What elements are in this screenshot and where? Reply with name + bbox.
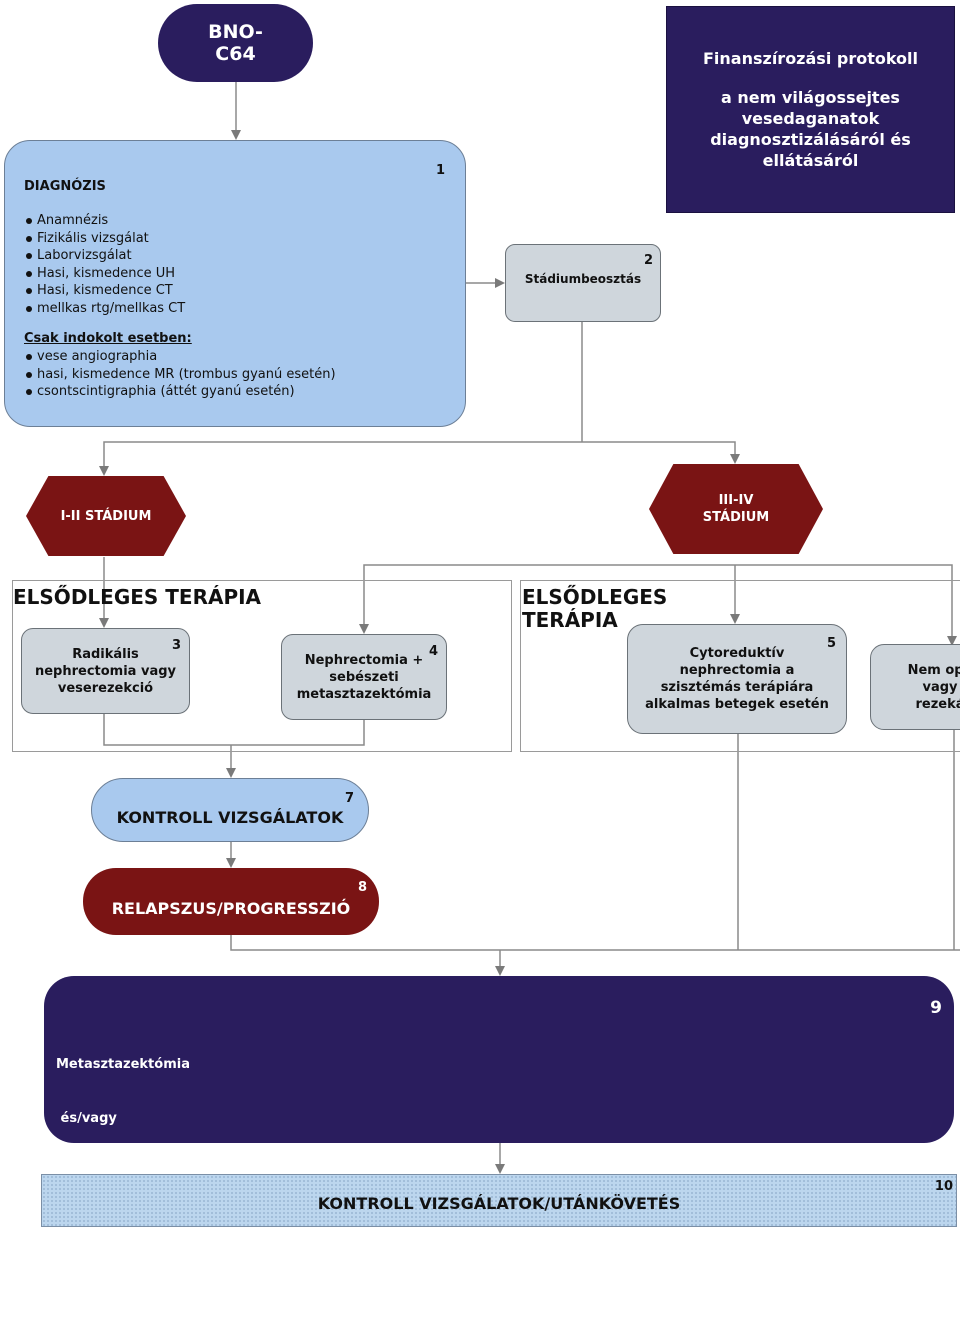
start-node-bno-c64: BNO- C64 (158, 4, 313, 82)
box-9-list: Metasztazektómia és/vagy Palliatív RT és… (56, 1020, 954, 1326)
box-7-number: 7 (344, 791, 354, 806)
line-box8-down (230, 935, 960, 951)
primary-therapy-title-right-line2: TERÁPIA (522, 608, 618, 632)
stage-iii-iv-line1: III-IV (718, 493, 754, 508)
primary-therapy-frame-left (12, 580, 512, 752)
staging-number: 2 (643, 253, 653, 268)
diagnosis-list: Anamnézis Fizikális vizsgálat Laborvizsg… (24, 212, 449, 317)
start-node-line2: C64 (215, 43, 256, 65)
box-9-line: Best Supportive Care (56, 1273, 212, 1288)
box-5-number: 5 (826, 636, 836, 651)
stage-iii-iv-hexagon: III-IV STÁDIUM (649, 464, 823, 554)
diagnosis-title: DIAGNÓZIS (24, 179, 106, 194)
box-8-relapse-progression: 8 RELAPSZUS/PROGRESSZIÓ (83, 868, 379, 935)
box-5-line1: Cytoreduktív (689, 646, 785, 661)
box-9-line: Metasztazektómia (56, 1057, 190, 1072)
box-5-line3: szisztémás terápiára (660, 680, 814, 695)
primary-therapy-title-right: ELSŐDLEGES TERÁPIA (522, 586, 667, 632)
box-5-line2: nephrectomia a (679, 663, 795, 678)
box-8-number: 8 (357, 880, 367, 895)
box-3-line1: Radikális (72, 646, 139, 662)
arrow-to-early-stage (99, 441, 582, 476)
box-4-line2: sebészeti (329, 669, 399, 685)
primary-therapy-title-right-line1: ELSŐDLEGES (522, 585, 668, 609)
box-6-line2: vagy (922, 679, 958, 695)
box-7-control-exams: 7 KONTROLL VIZSGÁLATOK (91, 778, 369, 842)
diagnosis-number: 1 (435, 163, 445, 178)
connector-lines (99, 82, 960, 1174)
box-3-number: 3 (171, 638, 181, 653)
start-node-line1: BNO- (208, 21, 263, 43)
diagnosis-item: mellkas rtg/mellkas CT (24, 300, 449, 318)
conditional-item: vese angiographia (24, 348, 449, 366)
staging-box: 2 Stádiumbeosztás (505, 244, 661, 322)
box-10-number: 10 (934, 1179, 953, 1194)
conditional-list: vese angiographia hasi, kismedence MR (t… (24, 348, 449, 401)
protocol-title-line5: ellátásáról (762, 151, 859, 170)
protocol-title-box: Finanszírozási protokoll a nem világosse… (666, 6, 955, 213)
primary-therapy-title-left: ELSŐDLEGES TERÁPIA (13, 585, 262, 609)
stage-i-ii-label: I-II STÁDIUM (60, 508, 152, 524)
box-4-line1: Nephrectomia + (304, 652, 424, 668)
protocol-title-line1: Finanszírozási protokoll (702, 49, 919, 68)
arrow-late-to-box6 (735, 564, 957, 646)
box-9-line: és/vagy (56, 1111, 117, 1126)
diagnosis-item: Hasi, kismedence UH (24, 265, 449, 283)
box-10-label: KONTROLL VIZSGÁLATOK/UTÁNKÖVETÉS (317, 1194, 681, 1213)
box-9-treatment-options: 9 Metasztazektómia és/vagy Palliatív RT … (44, 976, 954, 1288)
protocol-title-line2: a nem világossejtes (721, 88, 900, 107)
diagnosis-item: Laborvizsgálat (24, 247, 449, 265)
box-8-label: RELAPSZUS/PROGRESSZIÓ (111, 899, 351, 918)
protocol-title-line3: vesedaganatok (741, 109, 880, 128)
box-3-radical-nephrectomy: 3 Radikális nephrectomia vagy veserezekc… (21, 628, 190, 714)
conditional-item: hasi, kismedence MR (trombus gyanú eseté… (24, 366, 449, 384)
protocol-title-line4: diagnosztizálásáról és (710, 130, 911, 149)
arrow-to-late-stage (582, 441, 740, 464)
diagnosis-box: 1 DIAGNÓZIS Anamnézis Fizikális vizsgála… (4, 140, 466, 427)
line-box3-down (103, 714, 365, 746)
diagnosis-item: Anamnézis (24, 212, 449, 230)
box-4-number: 4 (428, 644, 438, 659)
box-4-line3: metasztazektómia (296, 686, 432, 702)
stage-i-ii-hexagon: I-II STÁDIUM (26, 476, 186, 556)
box-4-nephrectomy-metastasectomy: 4 Nephrectomia + sebészeti metasztazektó… (281, 634, 447, 720)
conditional-title: Csak indokolt esetben: (24, 331, 192, 346)
diagnosis-item: Hasi, kismedence CT (24, 282, 449, 300)
box-6-line1: Nem ope (907, 662, 960, 678)
box-6-line3: rezeká (915, 696, 960, 712)
box-3-line2: nephrectomia vagy (34, 663, 177, 679)
staging-label: Stádiumbeosztás (524, 272, 642, 286)
box-6-non-operable: Nem ope vagy rezeká (870, 644, 960, 730)
box-5-cytoreductive-nephrectomy: 5 Cytoreduktív nephrectomia a szisztémás… (627, 624, 847, 734)
diagnosis-item: Fizikális vizsgálat (24, 230, 449, 248)
primary-therapy-frame-right (520, 580, 960, 752)
conditional-item: csontscintigraphia (áttét gyanú esetén) (24, 383, 449, 401)
stage-iii-iv-line2: STÁDIUM (702, 510, 770, 525)
box-5-line4: alkalmas betegek esetén (645, 697, 829, 712)
box-6-clip: Nem ope vagy rezeká (868, 644, 960, 732)
box-3-line3: veserezekció (57, 680, 154, 696)
box-7-label: KONTROLL VIZSGÁLATOK (116, 807, 344, 827)
box-10-control-followup: 10 KONTROLL VIZSGÁLATOK/UTÁNKÖVETÉS (41, 1174, 957, 1227)
arrow-late-to-box4 (359, 564, 735, 634)
box-9-number: 9 (930, 998, 942, 1018)
